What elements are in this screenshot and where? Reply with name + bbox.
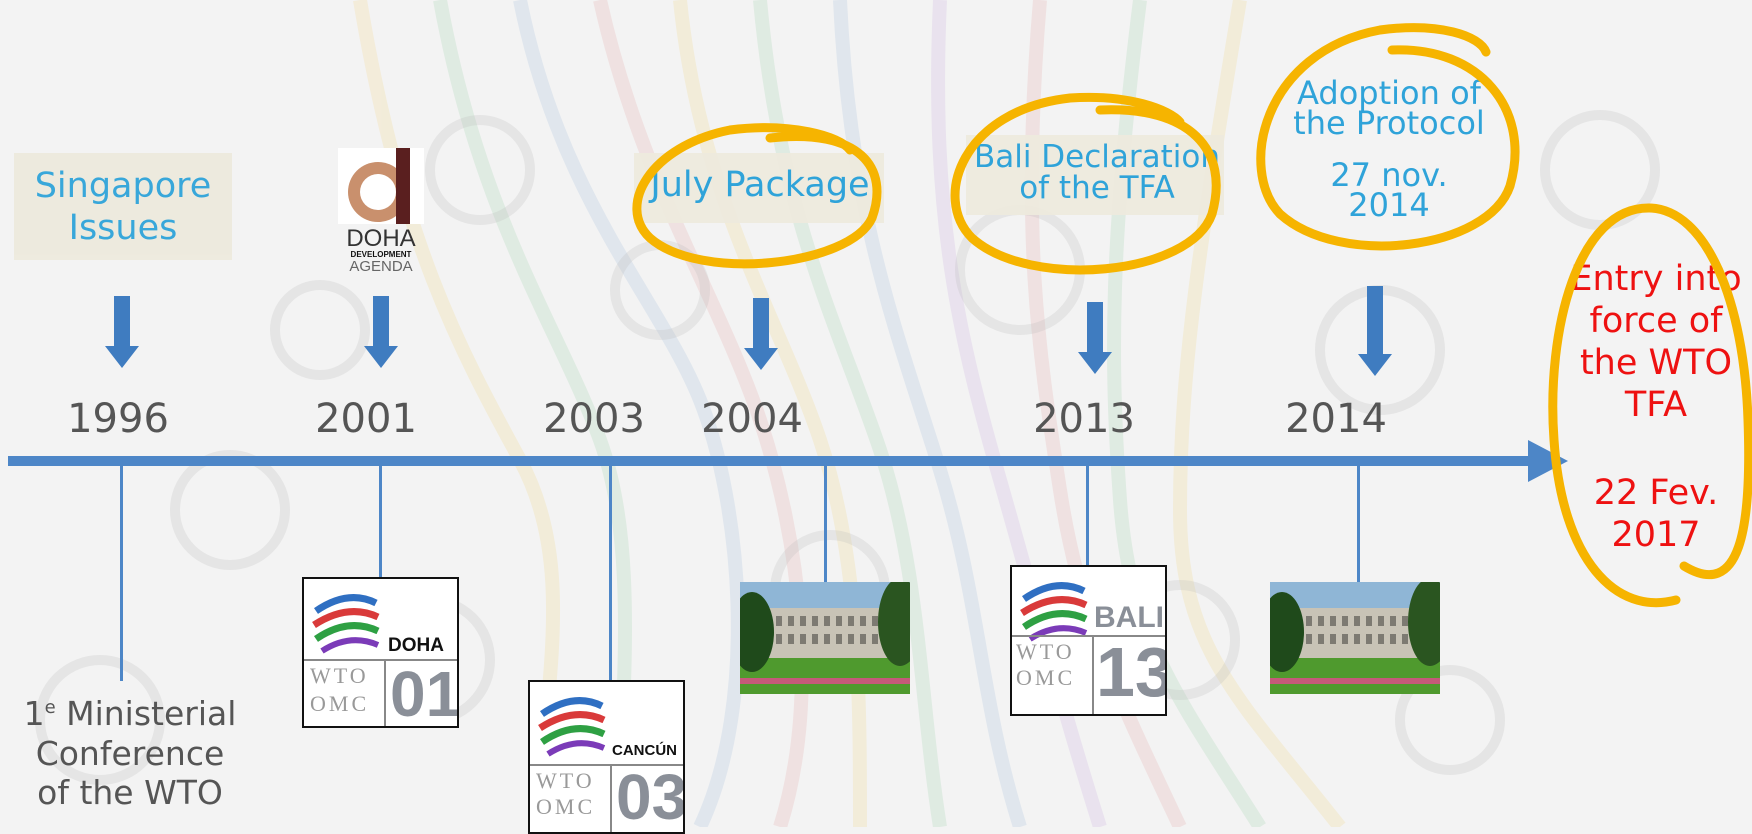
entry-date-line1: 22 Fev. — [1593, 473, 1719, 513]
bali-badge-wto: WTO — [1016, 639, 1075, 664]
adoption-protocol-label: Adoption of the Protocol — [1274, 74, 1504, 142]
timeline-axis — [8, 440, 1568, 482]
year-2004: 2004 — [701, 396, 803, 442]
bali-declaration-line1: Bali Declaration — [973, 139, 1221, 175]
year-1996: 1996 — [67, 396, 169, 442]
doha-badge-number: 01 — [390, 658, 459, 728]
wto-building-photo-2004 — [740, 582, 910, 694]
entry-line2: force of — [1589, 301, 1723, 341]
arrow-2001 — [364, 296, 398, 370]
entry-line4: TFA — [1624, 385, 1688, 425]
doha-badge-city: DOHA — [388, 635, 444, 656]
cancun-badge-omc: OMC — [536, 794, 596, 819]
wto-swirl-icon — [312, 594, 380, 654]
adoption-protocol-line2: the Protocol — [1293, 104, 1485, 142]
july-package-label: July Package — [650, 165, 870, 205]
connector-2004 — [824, 466, 827, 582]
doha-d-icon — [338, 148, 424, 224]
ministerial-line3: of the WTO — [37, 773, 223, 813]
arrow-2014 — [1358, 286, 1392, 378]
wto-building-photo-2014 — [1270, 582, 1440, 694]
wto-swirl-icon — [538, 697, 606, 757]
arrow-2013 — [1078, 302, 1112, 376]
doha-logo-line1: DOHA — [346, 225, 416, 252]
connector-1996 — [120, 466, 123, 681]
building-photo-image — [740, 582, 910, 694]
doha-badge-omc: OMC — [310, 691, 370, 716]
wto-doha-badge: DOHA WTO OMC 01 — [302, 577, 459, 728]
connector-2001 — [379, 466, 382, 580]
ministerial-word: Ministerial — [55, 694, 237, 733]
connector-2013 — [1086, 466, 1089, 566]
year-2013: 2013 — [1033, 396, 1135, 442]
bali-badge-number: 13 — [1096, 633, 1167, 711]
doha-logo-line2: DEVELOPMENT — [350, 250, 412, 259]
ministerial-superscript: e — [44, 697, 56, 718]
arrow-2004 — [744, 298, 778, 372]
year-2003: 2003 — [543, 396, 645, 442]
bali-declaration-box — [966, 135, 1224, 215]
cancun-badge-city: CANCÚN — [612, 742, 677, 759]
building-photo-image — [1270, 582, 1440, 694]
wto-bali-badge: BALI WTO OMC 13 — [1010, 565, 1167, 716]
adoption-date-line2: 2014 — [1348, 186, 1430, 224]
entry-highlight-circle — [1548, 203, 1752, 608]
bali-highlight-circle — [950, 92, 1221, 275]
ministerial-number: 1 — [23, 694, 45, 733]
doha-logo-line3: AGENDA — [349, 258, 413, 275]
bali-declaration-line2: of the TFA — [1019, 170, 1175, 206]
bali-declaration-label: Bali Declaration of the TFA — [968, 142, 1226, 204]
doha-development-agenda-logo: DOHA DEVELOPMENT AGENDA — [338, 148, 424, 274]
protocol-highlight-circle — [1256, 23, 1520, 251]
cancun-badge-number: 03 — [616, 761, 685, 833]
july-highlight-circle — [632, 123, 882, 269]
arrow-1996 — [105, 296, 139, 370]
bali-badge-city: BALI — [1094, 601, 1164, 634]
entry-into-force-date: 22 Fev. 2017 — [1560, 472, 1752, 556]
connector-2014 — [1357, 466, 1360, 582]
year-2001: 2001 — [315, 396, 417, 442]
ministerial-line2: Conference — [35, 733, 225, 773]
ministerial-conference-label: 1e Ministerial Conference of the WTO — [20, 694, 240, 813]
year-2014: 2014 — [1285, 396, 1387, 442]
bali-badge-omc: OMC — [1016, 665, 1076, 690]
doha-badge-wto: WTO — [310, 663, 369, 688]
singapore-issues-box: Singapore Issues — [14, 153, 232, 260]
july-package-box — [634, 153, 884, 223]
cancun-badge-wto: WTO — [536, 768, 595, 793]
entry-date-line2: 2017 — [1611, 515, 1701, 555]
singapore-issues-label: Singapore Issues — [34, 166, 212, 248]
adoption-protocol-date: 27 nov. 2014 — [1274, 156, 1504, 224]
adoption-protocol-line1: Adoption of — [1297, 74, 1481, 112]
adoption-date-line1: 27 nov. — [1330, 156, 1448, 194]
connector-2003 — [609, 466, 612, 682]
entry-line3: the WTO — [1579, 343, 1733, 383]
